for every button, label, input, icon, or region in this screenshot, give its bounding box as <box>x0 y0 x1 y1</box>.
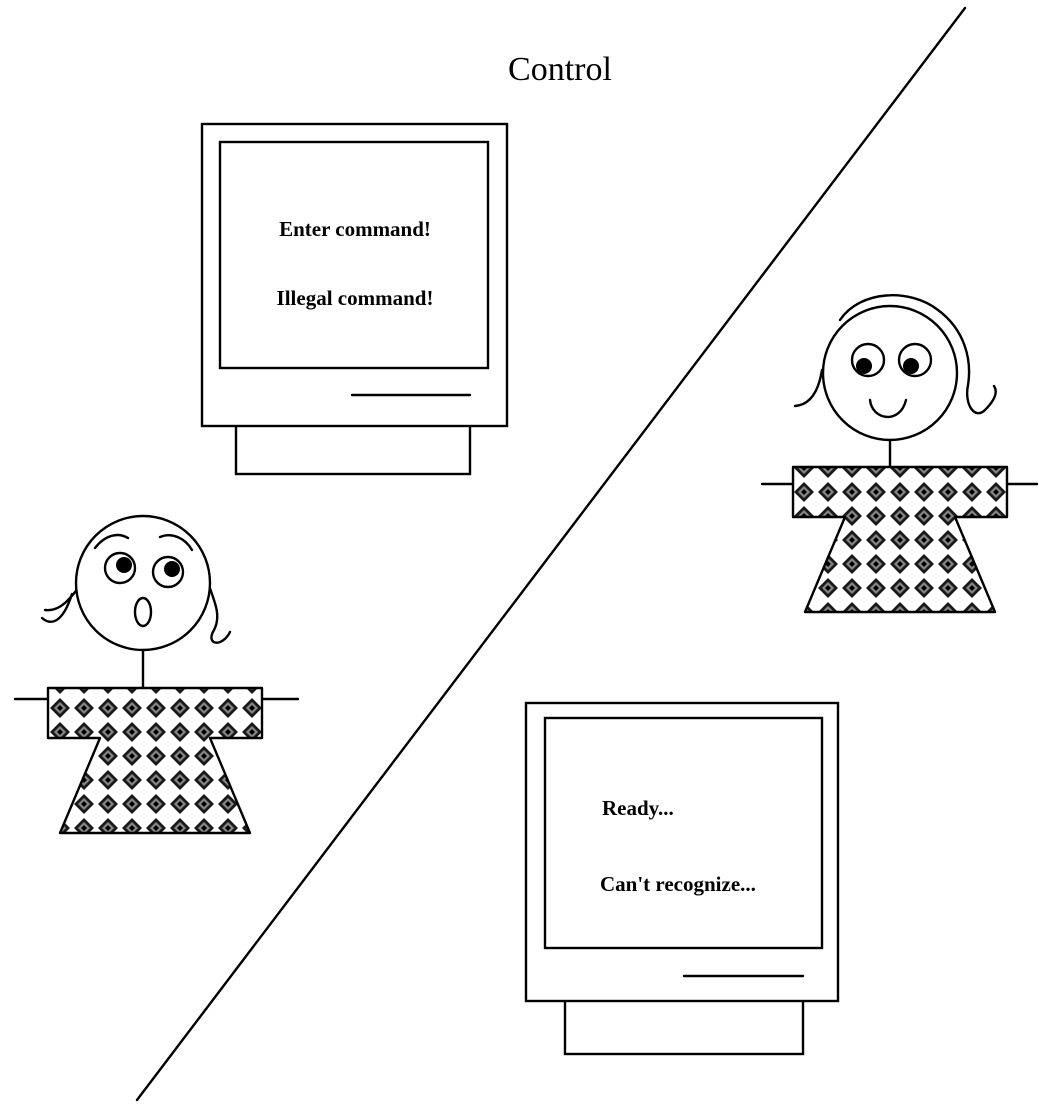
figure-right-pupil-right <box>903 358 919 374</box>
figure-left-worried <box>13 514 300 835</box>
figure-left-pupil-right <box>164 561 180 577</box>
figure-left-dress <box>46 686 264 835</box>
monitor-left-stand <box>234 420 472 476</box>
monitor-right-screen <box>543 716 824 950</box>
monitor-right-line1: Ready... <box>602 796 674 820</box>
figure-right-hair-left <box>793 368 824 408</box>
figure-left-hair-right <box>203 573 232 644</box>
figure-right-hair-right <box>838 294 997 415</box>
monitor-left-line1: Enter command! <box>279 217 431 241</box>
figure-right-pupil-left <box>856 358 872 374</box>
figure-left-mouth <box>133 596 153 628</box>
diagonal-divider <box>135 6 967 1102</box>
figure-left-head <box>74 514 212 652</box>
figure-left-pupil-left <box>116 557 132 573</box>
monitor-left-line2: Illegal command! <box>277 286 434 310</box>
figure-left-eyebrow-right <box>158 534 194 552</box>
figure-right-dress <box>791 465 1009 614</box>
figure-right-happy <box>760 294 1039 614</box>
figure-left-eyebrow-left <box>93 533 130 550</box>
monitor-right-line2: Can't recognize... <box>600 872 756 896</box>
diagram-title: Control <box>508 51 612 88</box>
figure-right-head <box>821 304 959 442</box>
monitor-left-screen <box>218 140 490 370</box>
monitor-left: Enter command! Illegal command! <box>200 122 509 476</box>
figure-right-smile <box>868 398 908 419</box>
monitor-right: Ready... Can't recognize... <box>524 701 840 1056</box>
monitor-right-stand <box>563 998 805 1056</box>
